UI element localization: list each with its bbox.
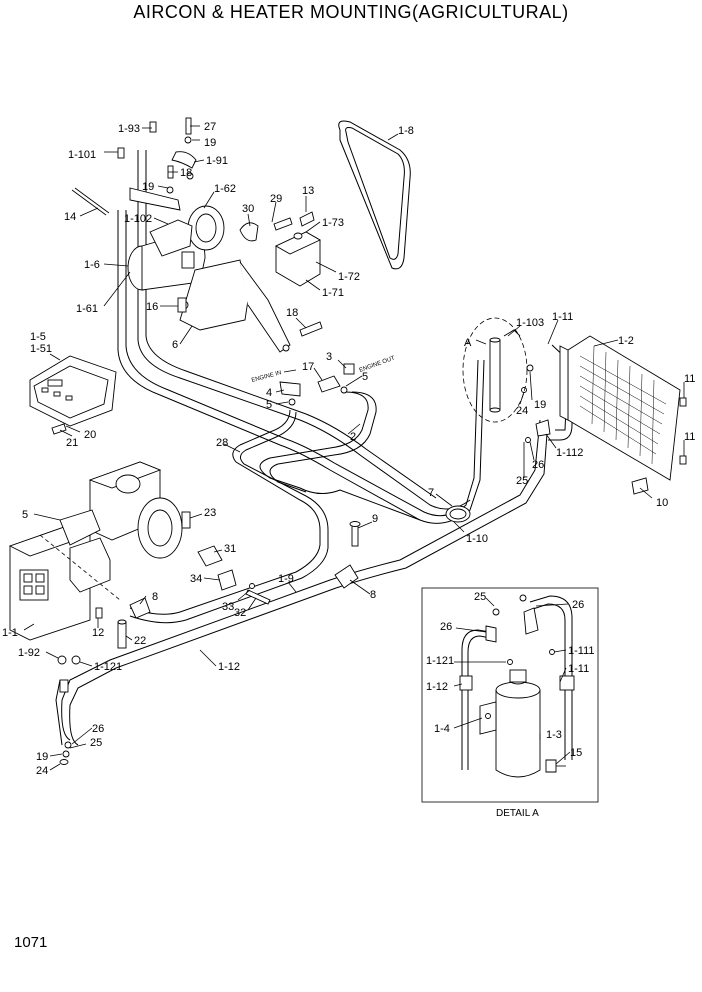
callout: 11 <box>684 373 695 385</box>
callout: 1-62 <box>214 183 236 195</box>
callout: 1-5 <box>30 331 46 343</box>
callout: 23 <box>204 507 216 519</box>
callout: 27 <box>204 121 216 133</box>
callout: 25 <box>90 737 102 749</box>
callout: 1-121 <box>94 661 122 673</box>
callout: 1-71 <box>322 287 344 299</box>
callout: 19 <box>36 751 48 763</box>
callout: 28 <box>216 437 228 449</box>
callout: 5 <box>266 399 272 411</box>
callout: 11 <box>684 431 695 443</box>
callout: 5 <box>22 509 28 521</box>
drive-belt <box>338 120 411 270</box>
callout: 19 <box>534 399 546 411</box>
hose-lines <box>55 150 573 746</box>
callout: 6 <box>172 339 178 351</box>
callout: 26 <box>92 723 104 735</box>
callout: 1-11 <box>568 663 589 675</box>
callout: 1-12 <box>426 681 448 693</box>
callout: 26 <box>440 621 452 633</box>
engine-in-tag: ENGINE IN <box>251 370 282 384</box>
detail-label: DETAIL A <box>496 808 539 819</box>
callout: 1-112 <box>556 447 583 459</box>
callout: 1-102 <box>124 213 152 225</box>
callout: 22 <box>134 635 146 647</box>
callout: A <box>464 337 472 349</box>
callout-leaders <box>23 125 685 771</box>
callout: 17 <box>302 361 314 373</box>
callout: 19 <box>142 181 154 193</box>
callout: 1-11 <box>552 311 573 323</box>
callout: 16 <box>146 301 158 313</box>
callout: 29 <box>270 193 282 205</box>
callout: 19 <box>204 137 216 149</box>
condenser <box>559 335 681 481</box>
callout: 25 <box>516 475 528 487</box>
callout: 12 <box>92 627 104 639</box>
callout: 13 <box>302 185 314 197</box>
callout: 1-103 <box>516 317 544 329</box>
callout: 4 <box>266 387 272 399</box>
callout: 1-9 <box>278 573 294 585</box>
callout: 3 <box>326 351 332 363</box>
callout: 33 <box>222 601 234 613</box>
callout: 1-72 <box>338 271 360 283</box>
heater-unit <box>8 461 183 641</box>
callout: 1-111 <box>568 645 595 657</box>
callout: 31 <box>224 543 236 555</box>
callout: 21 <box>66 437 78 449</box>
callout: 34 <box>190 573 202 585</box>
callout: 20 <box>84 429 96 441</box>
callout: 1-4 <box>434 723 450 735</box>
callout: 1-92 <box>18 647 40 659</box>
callout: 1-61 <box>76 303 98 315</box>
callout: 24 <box>516 405 528 417</box>
callout: 14 <box>64 211 76 223</box>
callout: 1-1 <box>2 627 18 639</box>
callout: 15 <box>570 747 582 759</box>
page-title: AIRCON & HEATER MOUNTING(AGRICULTURAL) <box>133 2 569 22</box>
control-panel <box>29 355 117 435</box>
callout: 1-73 <box>322 217 344 229</box>
callout: 25 <box>474 591 486 603</box>
page-number: 1071 <box>14 934 48 951</box>
callout: 18 <box>180 167 192 179</box>
callout: 5 <box>362 371 368 383</box>
callout: 32 <box>234 607 246 619</box>
callout: 1-6 <box>84 259 100 271</box>
compressor <box>127 205 323 353</box>
callout: 18 <box>286 307 298 319</box>
callout: 1-10 <box>466 533 488 545</box>
detail-a-box <box>421 587 599 803</box>
callout: 1-93 <box>118 123 140 135</box>
receiver-block <box>239 211 321 287</box>
callout: 1-101 <box>68 149 96 161</box>
callout: 1-91 <box>206 155 228 167</box>
callout: 1-51 <box>30 343 52 355</box>
callout: 8 <box>370 589 376 601</box>
callout: 30 <box>242 203 254 215</box>
callout: 8 <box>152 591 158 603</box>
callout: 26 <box>572 599 584 611</box>
callout: 1-12 <box>218 661 240 673</box>
callout: 1-2 <box>618 335 634 347</box>
callout: 9 <box>372 513 378 525</box>
callout: 1-3 <box>546 729 562 741</box>
fittings <box>57 117 687 765</box>
callout: 26 <box>532 459 544 471</box>
callout: 2 <box>350 431 356 443</box>
callout-labels: 1-93 27 19 1-101 18 1-91 19 1-62 29 13 1… <box>2 121 695 819</box>
callout: 7 <box>428 487 434 499</box>
callout: 24 <box>36 765 48 777</box>
callout: 1-8 <box>398 125 414 137</box>
callout: 1-121 <box>426 655 454 667</box>
callout: 10 <box>656 497 668 509</box>
